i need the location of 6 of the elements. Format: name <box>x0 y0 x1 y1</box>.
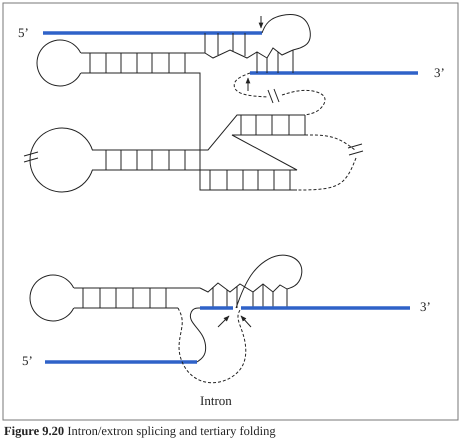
three-prime-label: 3’ <box>420 300 431 314</box>
five-prime-label: 5’ <box>22 354 33 368</box>
intron-label: Intron <box>200 394 232 408</box>
five-prime-label: 5’ <box>18 26 29 40</box>
figure-caption: Figure 9.20 Intron/extron splicing and tertiary folding <box>4 424 276 439</box>
three-prime-label: 3’ <box>434 66 445 80</box>
